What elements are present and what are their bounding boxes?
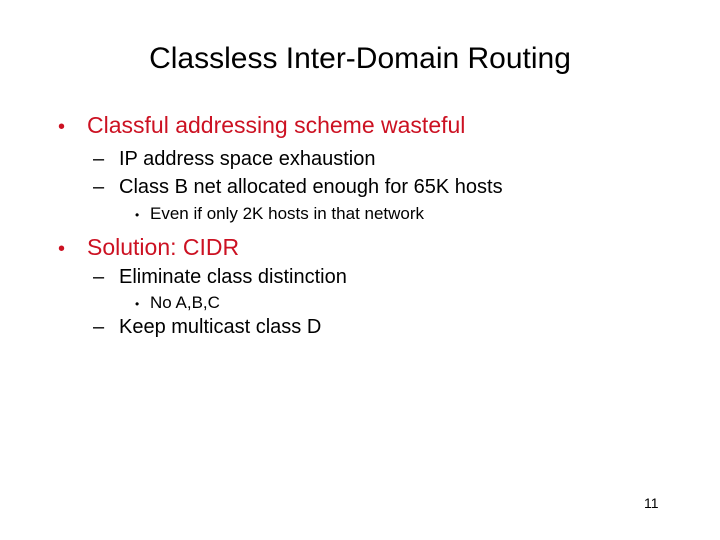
bullet-icon: • (58, 116, 66, 138)
bullet-icon: • (58, 238, 66, 260)
sub-bullet-text: Class B net allocated enough for 65K hos… (119, 176, 503, 198)
sub-bullet-text: Eliminate class distinction (119, 266, 347, 288)
bullet-item: • Solution: CIDR (58, 234, 239, 261)
slide-title: Classless Inter-Domain Routing (149, 42, 571, 75)
sub-sub-bullet-text: No A,B,C (150, 293, 220, 312)
sub-bullet-text: IP address space exhaustion (119, 148, 376, 170)
small-bullet-icon: • (135, 297, 140, 311)
dash-icon: – (93, 176, 105, 198)
sub-sub-bullet-text: Even if only 2K hosts in that network (150, 204, 425, 223)
page-number: 11 (644, 495, 659, 511)
dash-icon: – (93, 266, 105, 288)
sub-bullet-item: – Keep multicast class D (93, 316, 321, 339)
bullet-text: Classful addressing scheme wasteful (87, 112, 466, 138)
sub-bullet-text: Keep multicast class D (119, 316, 322, 338)
dash-icon: – (93, 316, 105, 338)
bullet-item: • Classful addressing scheme wasteful (58, 112, 465, 139)
dash-icon: – (93, 148, 105, 170)
sub-sub-bullet-item: • No A,B,C (135, 293, 220, 313)
sub-bullet-item: – Class B net allocated enough for 65K h… (93, 176, 503, 199)
small-bullet-icon: • (135, 208, 140, 222)
sub-bullet-item: – IP address space exhaustion (93, 148, 375, 171)
sub-sub-bullet-item: • Even if only 2K hosts in that network (135, 204, 424, 224)
sub-bullet-item: – Eliminate class distinction (93, 266, 347, 289)
bullet-text: Solution: CIDR (87, 234, 240, 260)
